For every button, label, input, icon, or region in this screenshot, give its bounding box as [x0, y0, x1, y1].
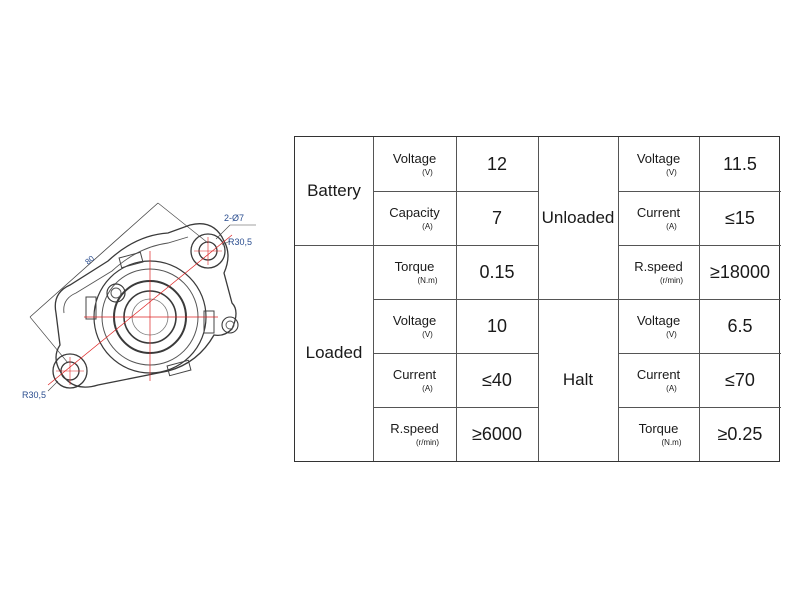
param-name: Capacity [389, 204, 440, 220]
param-unit: (V) [666, 167, 677, 177]
param-unit: (N.m) [661, 437, 682, 447]
flange-inner-edge [63, 236, 189, 314]
param-name: Torque [638, 420, 679, 436]
param-value: 0.15 [479, 261, 515, 282]
grid-line [295, 245, 538, 246]
param-value: ≤40 [482, 369, 512, 390]
group-loaded: Loaded [305, 343, 363, 362]
flange-drawing-svg: 80 2-Ø7 [22, 202, 256, 400]
span-extension-top [157, 202, 209, 244]
param-name: Torque [394, 258, 435, 274]
rib-slot-top [118, 251, 144, 269]
param-cell: Voltage (V) [618, 299, 699, 353]
param-name: R.speed [390, 420, 439, 436]
param-unit: (r/min) [415, 437, 440, 447]
param-value: 10 [486, 315, 508, 336]
rib-slot-right [203, 310, 215, 334]
param-cell: Current (A) [618, 191, 699, 245]
param-unit: (V) [422, 167, 433, 177]
grid-line [373, 191, 538, 192]
param-name: Current [636, 366, 681, 382]
rib-slot-bottom [166, 359, 192, 377]
param-unit: (A) [422, 383, 433, 393]
param-value: 11.5 [723, 153, 757, 174]
param-unit: (V) [422, 329, 433, 339]
span-label: 80 [83, 254, 96, 267]
small-hole [106, 283, 126, 303]
radius-bottom-label: R30,5 [22, 390, 46, 400]
param-cell: Current (A) [618, 353, 699, 407]
param-cell: Torque (N.m) [618, 407, 699, 461]
grid-line [618, 407, 781, 408]
param-value: 12 [486, 153, 508, 174]
param-cell: Voltage (V) [373, 137, 456, 191]
leader-radius-top [221, 240, 231, 246]
grid-line [373, 299, 538, 300]
centerline-diagonal [47, 234, 233, 386]
param-unit: (A) [422, 221, 433, 231]
small-hole-inner [110, 287, 122, 299]
leader-holes [215, 224, 231, 240]
param-unit: (r/min) [659, 275, 684, 285]
param-cell: Voltage (V) [373, 299, 456, 353]
param-name: Voltage [392, 150, 437, 166]
param-name: Current [392, 366, 437, 382]
grid-line [373, 353, 538, 354]
group-unloaded: Unloaded [541, 208, 615, 227]
grid-line [538, 299, 781, 300]
span-extension-bottom [29, 316, 69, 364]
leader-radius-bottom [47, 380, 59, 392]
param-value: ≥18000 [710, 261, 770, 282]
param-unit: (N.m) [417, 275, 438, 285]
param-value: ≤70 [725, 369, 755, 390]
side-lug [221, 316, 239, 334]
param-unit: (V) [666, 329, 677, 339]
grid-line [373, 407, 538, 408]
param-name: Current [636, 204, 681, 220]
param-value: 6.5 [727, 315, 753, 336]
rib-slot-left [85, 296, 97, 320]
side-lug-hole [225, 320, 235, 330]
mount-lug-top [190, 233, 226, 269]
param-unit: (A) [666, 383, 677, 393]
param-cell: R.speed (r/min) [618, 245, 699, 299]
param-value: ≥6000 [472, 423, 522, 444]
param-cell: Capacity (A) [373, 191, 456, 245]
holes-label: 2-Ø7 [224, 213, 244, 223]
grid-line [618, 191, 781, 192]
param-name: Voltage [636, 312, 681, 328]
param-cell: Torque (N.m) [373, 245, 456, 299]
group-halt: Halt [562, 370, 594, 389]
param-value: 7 [491, 207, 502, 228]
radius-top-label: R30,5 [228, 237, 252, 247]
grid-line [618, 245, 781, 246]
grid-line [618, 353, 781, 354]
param-cell: Current (A) [373, 353, 456, 407]
param-name: Voltage [636, 150, 681, 166]
flange-drawing: 80 2-Ø7 [18, 185, 280, 407]
param-cell: Voltage (V) [618, 137, 699, 191]
param-unit: (A) [666, 221, 677, 231]
span-dimension-line [29, 202, 159, 318]
param-value: ≥0.25 [717, 423, 763, 444]
param-value: ≤15 [725, 207, 755, 228]
param-cell: R.speed (r/min) [373, 407, 456, 461]
flange-outline [54, 223, 237, 388]
spec-table: Battery Loaded Unloaded Halt Voltage (V)… [294, 136, 781, 462]
group-battery: Battery [307, 181, 361, 200]
mount-lug-bottom [52, 353, 88, 389]
param-name: R.speed [634, 258, 683, 274]
param-name: Voltage [392, 312, 437, 328]
